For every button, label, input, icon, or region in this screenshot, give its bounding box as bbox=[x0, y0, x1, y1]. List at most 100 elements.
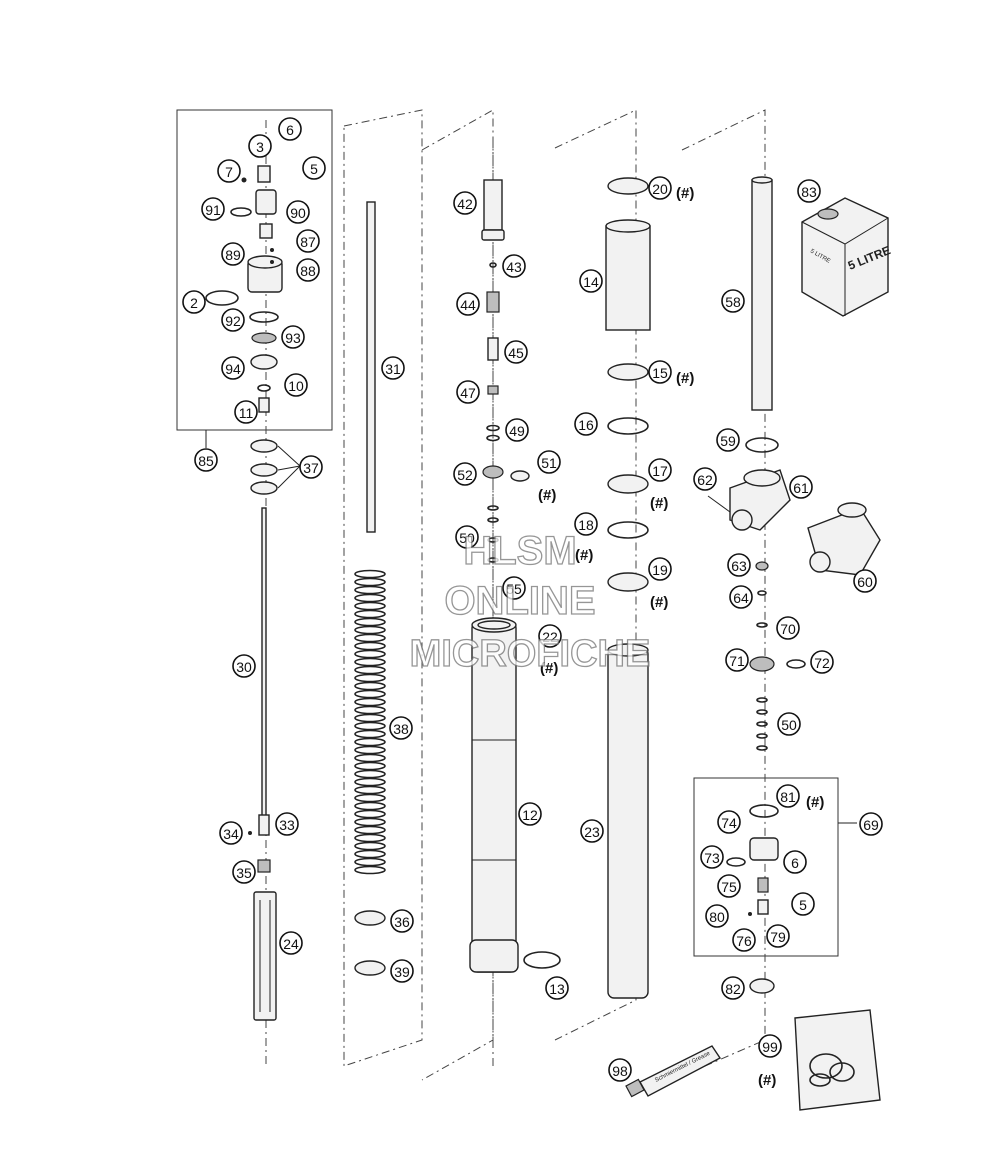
callout-19: 19 bbox=[648, 557, 672, 581]
hash-marker: (#) bbox=[650, 594, 668, 611]
callout-circle bbox=[789, 475, 813, 499]
spring-coil bbox=[354, 665, 386, 675]
callout-89: 89 bbox=[221, 242, 245, 266]
grease-tube: Schmiermittel / Grease bbox=[625, 1045, 722, 1098]
callout-circle bbox=[810, 650, 834, 674]
callout-42: 42 bbox=[453, 191, 477, 215]
spring-coil bbox=[354, 617, 386, 627]
spring-coil bbox=[354, 641, 386, 651]
callout-36: 36 bbox=[390, 909, 414, 933]
callout-circle bbox=[648, 176, 672, 200]
callout-number: 60 bbox=[857, 574, 873, 590]
callout-number: 91 bbox=[205, 202, 221, 218]
callout-circle bbox=[194, 448, 218, 472]
spring-coil bbox=[354, 841, 386, 851]
callout-circle bbox=[286, 200, 310, 224]
callout-5: 5 bbox=[302, 156, 326, 180]
callout-75: 75 bbox=[717, 874, 741, 898]
callout-circle bbox=[766, 924, 790, 948]
callout-circle bbox=[456, 292, 480, 316]
callout-number: 63 bbox=[731, 558, 747, 574]
spring-coil bbox=[354, 849, 386, 859]
callout-circle bbox=[693, 467, 717, 491]
spring-coil bbox=[354, 801, 386, 811]
callout-circle bbox=[608, 1058, 632, 1082]
piston-rod-and-spring bbox=[354, 201, 386, 976]
callout-number: 17 bbox=[652, 463, 668, 479]
callout-50: 50 bbox=[777, 712, 801, 736]
callout-circle bbox=[537, 450, 561, 474]
spring-coil bbox=[354, 713, 386, 723]
callout-circle bbox=[776, 784, 800, 808]
callout-circle bbox=[219, 821, 243, 845]
damper-parts bbox=[469, 179, 561, 973]
callout-22: 22 bbox=[538, 624, 562, 648]
callout-55: 55 bbox=[502, 576, 526, 600]
callout-6: 6 bbox=[278, 117, 302, 141]
callout-number: 49 bbox=[509, 423, 525, 439]
callout-58: 58 bbox=[721, 289, 745, 313]
callout-number: 44 bbox=[460, 297, 476, 313]
spring-coil bbox=[354, 817, 386, 827]
callout-11: 11 bbox=[234, 400, 258, 424]
callout-number: 50 bbox=[781, 717, 797, 733]
callout-circle bbox=[721, 976, 745, 1000]
callout-circle bbox=[648, 458, 672, 482]
spring-coil bbox=[354, 681, 386, 691]
callout-number: 74 bbox=[721, 815, 737, 831]
spring-coil bbox=[354, 633, 386, 643]
callout-circle bbox=[502, 576, 526, 600]
callout-circle bbox=[456, 380, 480, 404]
callout-number: 94 bbox=[225, 361, 241, 377]
callout-number: 43 bbox=[506, 259, 522, 275]
hash-marker: (#) bbox=[806, 794, 824, 811]
watermark: HLSM ONLINE MICROFICHE bbox=[409, 528, 651, 675]
fork-tube-parts bbox=[605, 177, 651, 999]
hash-marker: (#) bbox=[676, 370, 694, 387]
callout-12: 12 bbox=[518, 802, 542, 826]
callout-60: 60 bbox=[853, 569, 877, 593]
watermark-line1: HLSM bbox=[463, 529, 576, 573]
callout-13: 13 bbox=[545, 976, 569, 1000]
callout-circle bbox=[182, 290, 206, 314]
callout-82: 82 bbox=[721, 976, 745, 1000]
callout-70: 70 bbox=[776, 616, 800, 640]
spring-coil bbox=[354, 753, 386, 763]
callout-number: 30 bbox=[236, 659, 252, 675]
callout-number: 2 bbox=[190, 295, 198, 311]
spring-coil bbox=[354, 649, 386, 659]
callout-69: 69 bbox=[859, 812, 883, 836]
callout-circle bbox=[502, 254, 526, 278]
spring-coil bbox=[354, 793, 386, 803]
callout-number: 52 bbox=[457, 467, 473, 483]
callout-circle bbox=[389, 716, 413, 740]
callout-90: 90 bbox=[286, 200, 310, 224]
callout-14: 14 bbox=[579, 269, 603, 293]
callout-number: 64 bbox=[733, 590, 749, 606]
callout-number: 62 bbox=[697, 472, 713, 488]
callout-number: 35 bbox=[236, 865, 252, 881]
callout-15: 15 bbox=[648, 360, 672, 384]
callout-circle bbox=[545, 976, 569, 1000]
callout-number: 79 bbox=[770, 929, 786, 945]
callout-circle bbox=[299, 455, 323, 479]
callout-63: 63 bbox=[727, 553, 751, 577]
spring-coil bbox=[354, 569, 386, 579]
callout-number: 14 bbox=[583, 274, 599, 290]
callout-circle bbox=[727, 553, 751, 577]
spring-coil bbox=[354, 769, 386, 779]
callout-circle bbox=[505, 418, 529, 442]
callout-circle bbox=[248, 134, 272, 158]
callout-circle bbox=[201, 197, 225, 221]
callout-number: 19 bbox=[652, 562, 668, 578]
callout-number: 71 bbox=[729, 653, 745, 669]
spring-coil bbox=[354, 721, 386, 731]
callout-circle bbox=[232, 860, 256, 884]
callout-number: 80 bbox=[709, 909, 725, 925]
watermark-line2: ONLINE bbox=[444, 579, 595, 623]
spring-coil bbox=[354, 857, 386, 867]
callout-31: 31 bbox=[381, 356, 405, 380]
callout-circle bbox=[721, 289, 745, 313]
